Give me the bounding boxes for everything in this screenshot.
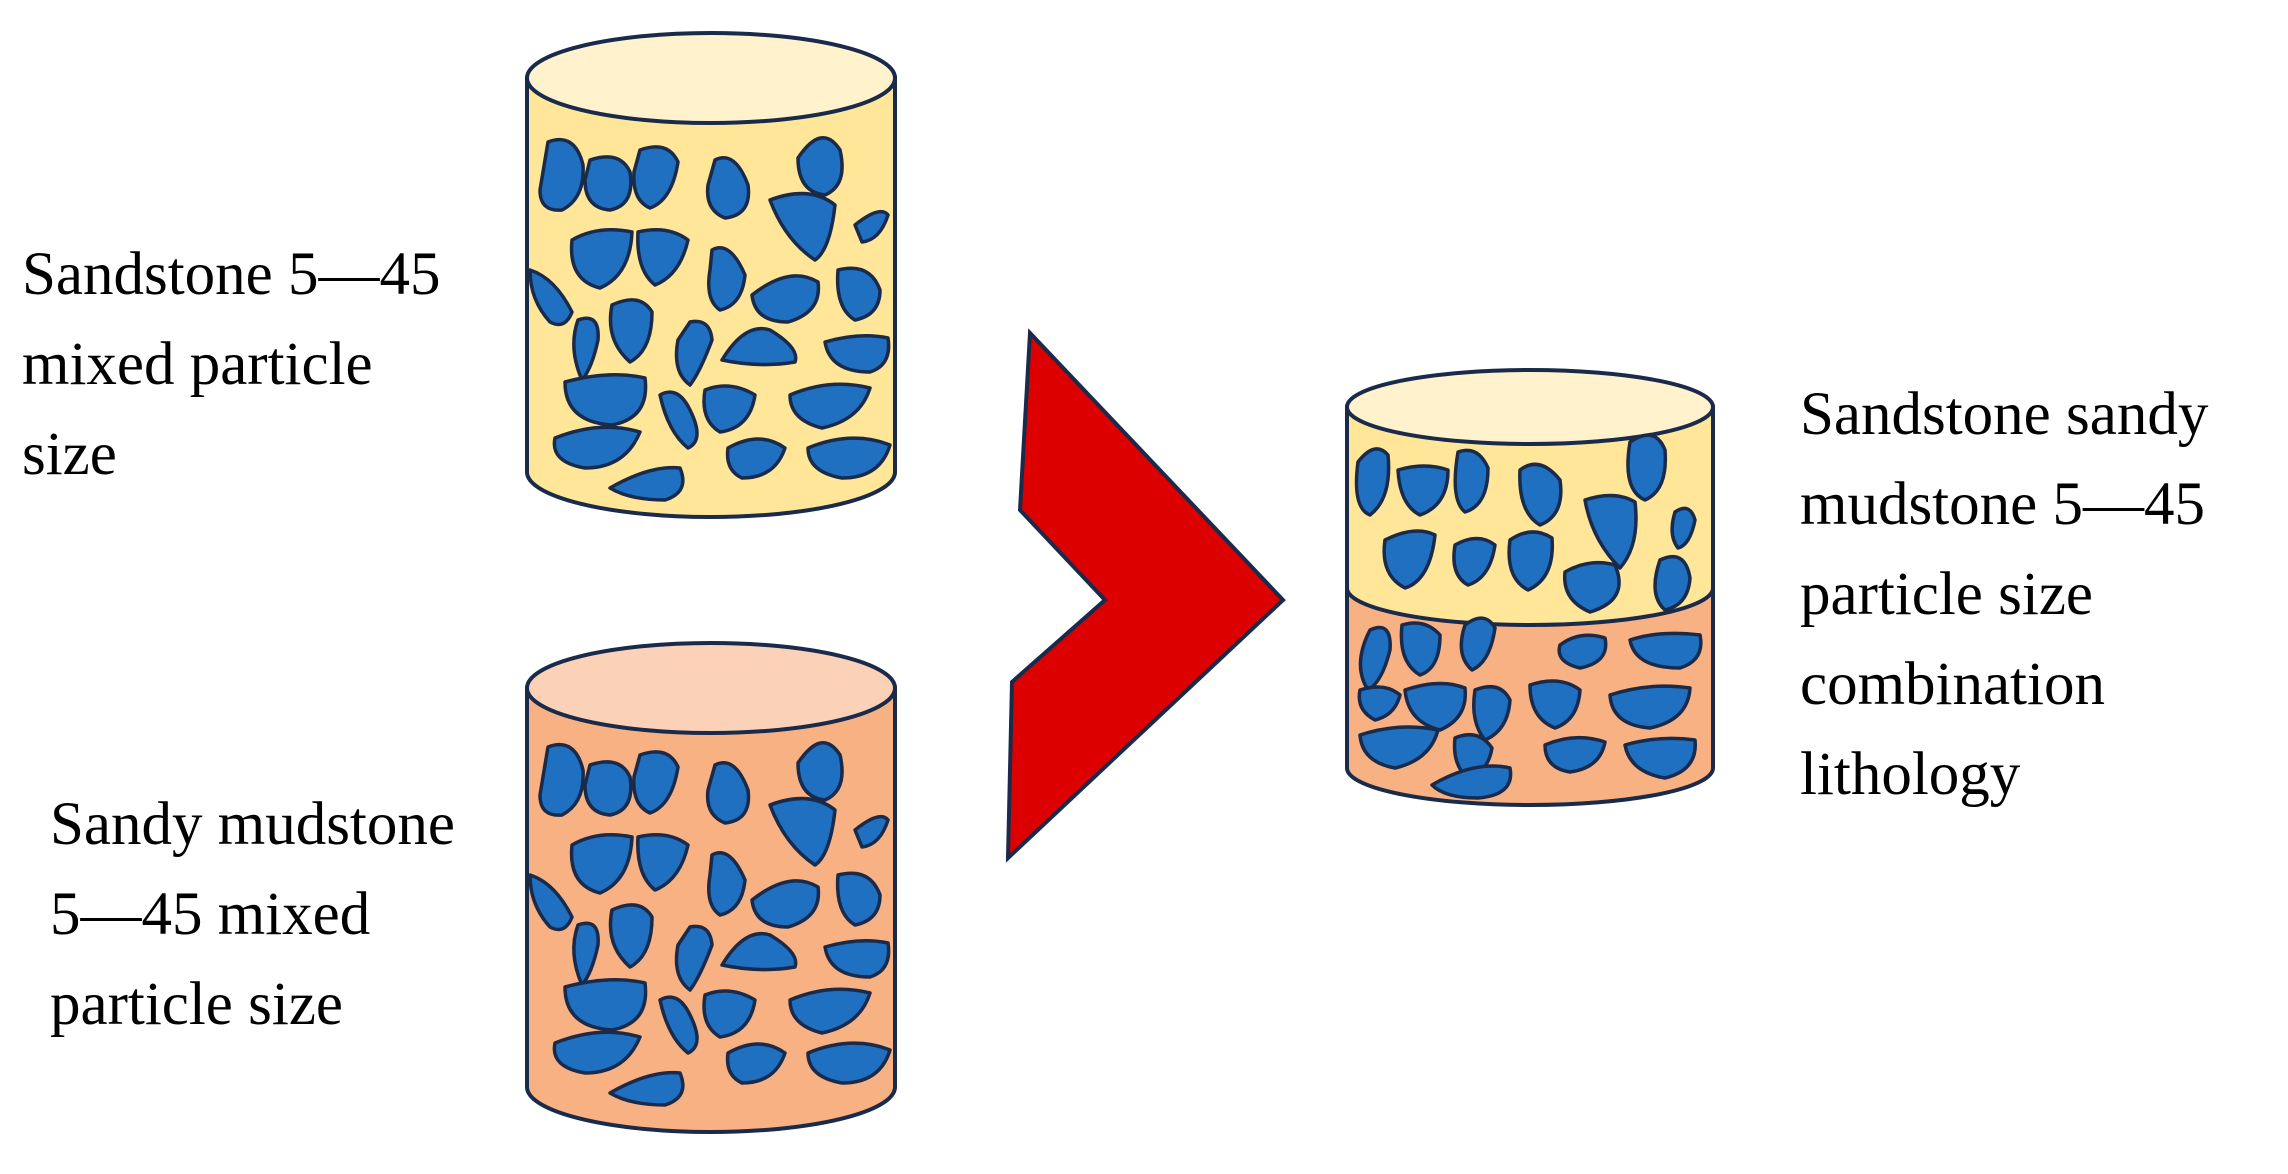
sandstone-cylinder-top — [525, 31, 897, 125]
combination-cylinder-top — [1345, 368, 1715, 446]
sandy-mudstone-label-line: Sandy mudstone — [50, 791, 455, 858]
combination-label-line: Sandstone sandy — [1800, 381, 2209, 448]
red-chevron-arrow-icon — [1005, 328, 1286, 863]
combination-label-line: combination — [1800, 651, 2105, 718]
sandy-mudstone-cylinder — [525, 641, 897, 1134]
sandstone-cylinder — [525, 31, 897, 519]
sandy-mudstone-label-line: 5—45 mixed — [50, 881, 371, 948]
combination-label-line: particle size — [1800, 561, 2093, 628]
sandy-mudstone-label: Sandy mudstone 5—45 mixed particle size — [50, 780, 455, 1050]
sandstone-label: Sandstone 5—45 mixed particle size — [22, 230, 441, 500]
sandy-mudstone-label-line: particle size — [50, 971, 343, 1038]
combination-label: Sandstone sandy mudstone 5—45 particle s… — [1800, 370, 2208, 820]
sandstone-label-line: Sandstone 5—45 — [22, 241, 441, 308]
combination-cylinder — [1345, 368, 1715, 807]
combination-label-line: lithology — [1800, 741, 2021, 808]
sandstone-label-line: mixed particle — [22, 331, 373, 398]
sandstone-label-line: size — [22, 421, 117, 488]
combination-label-line: mudstone 5—45 — [1800, 471, 2205, 538]
sandy-mudstone-cylinder-top — [525, 641, 897, 735]
